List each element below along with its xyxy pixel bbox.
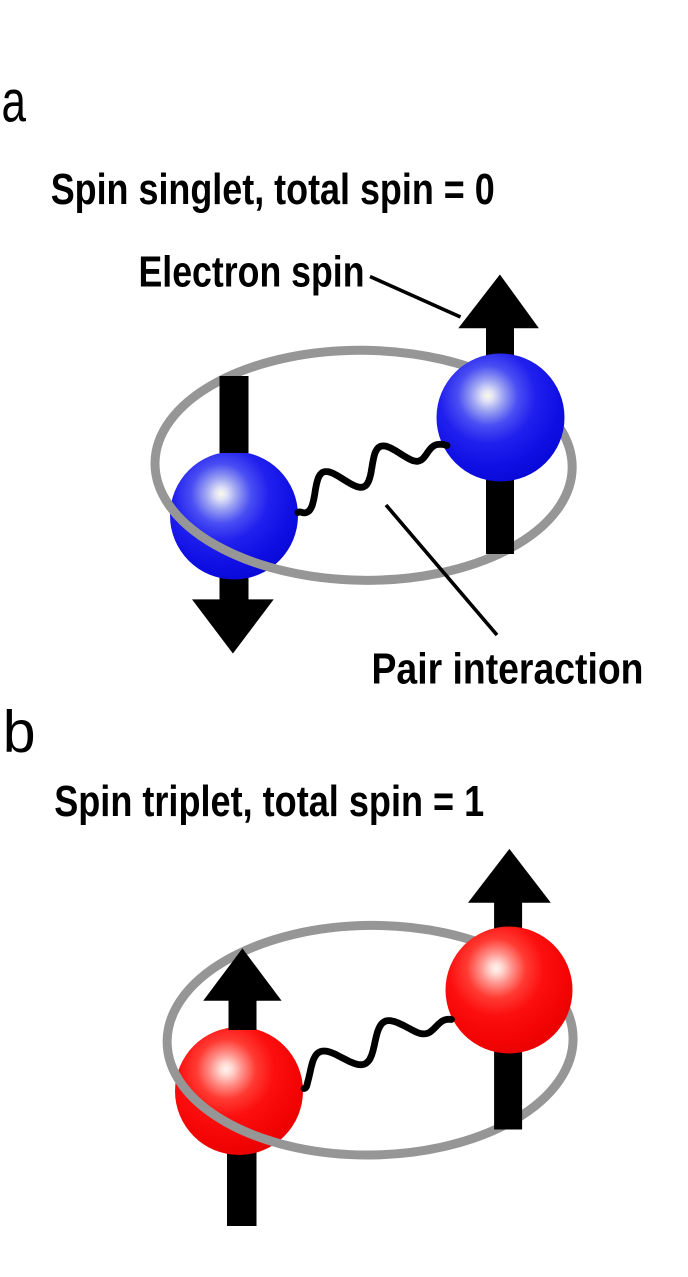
- svg-text:b: b: [3, 699, 36, 765]
- svg-text:Electron spin: Electron spin: [139, 248, 365, 297]
- svg-text:a: a: [2, 69, 27, 135]
- svg-text:Spin triplet, total spin = 1: Spin triplet, total spin = 1: [54, 777, 484, 826]
- svg-text:Pair interaction: Pair interaction: [372, 645, 644, 694]
- svg-text:Spin singlet, total spin = 0: Spin singlet, total spin = 0: [51, 165, 495, 214]
